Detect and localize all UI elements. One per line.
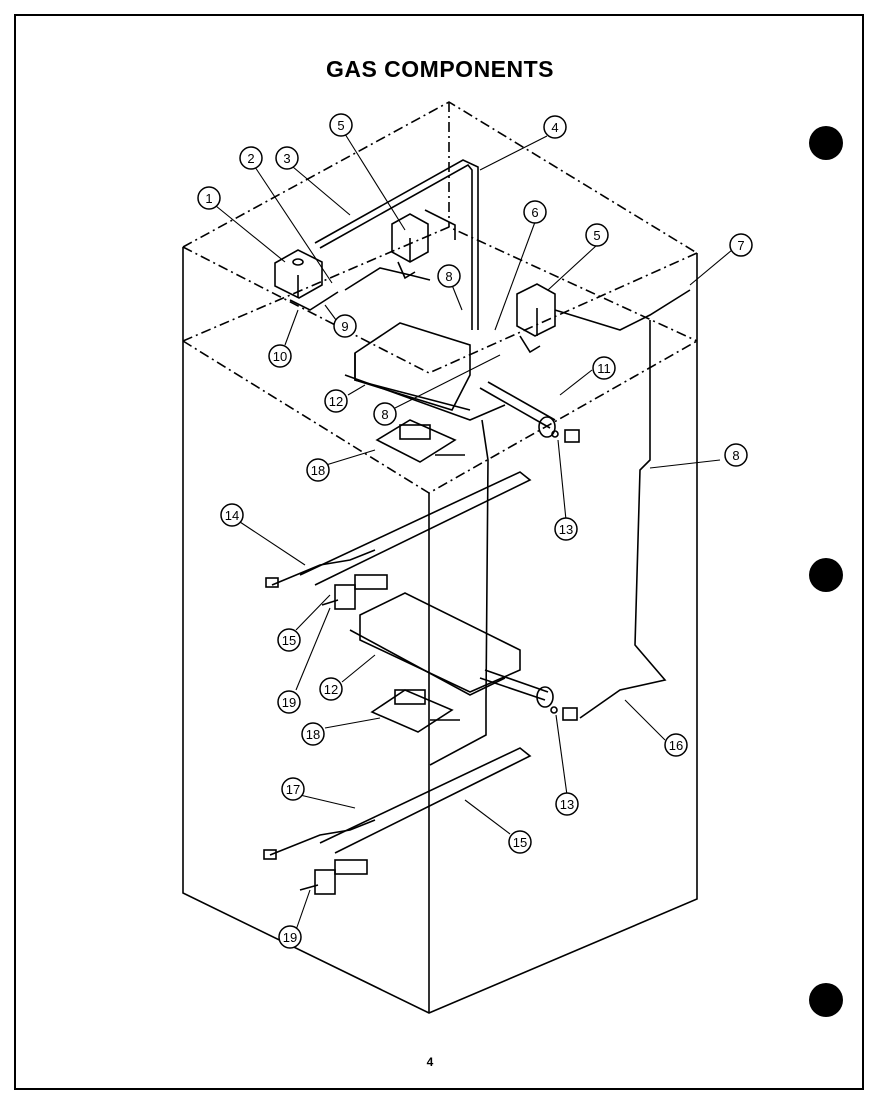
- callout-label: 14: [225, 508, 239, 523]
- burner-box-12-lower: [349, 592, 554, 708]
- thermocouple-upper: [265, 471, 532, 588]
- page-title: GAS COMPONENTS: [325, 56, 555, 82]
- callout-labels: 1 2 3 4 5 5 6 7 8 8 8 9 10 11 12 12 13 1…: [205, 118, 744, 945]
- callout-label: 15: [282, 633, 296, 648]
- callout-label: 9: [341, 319, 348, 334]
- callout-label: 10: [273, 349, 287, 364]
- tube-7: [554, 289, 691, 331]
- valve-5-lower: [516, 283, 556, 354]
- thermocouple-lower: [263, 747, 532, 860]
- tube-16: [579, 320, 667, 719]
- callout-label: 7: [737, 238, 744, 253]
- orifice-13-upper: [551, 430, 559, 438]
- valve-1: [274, 249, 339, 311]
- callout-label: 19: [282, 695, 296, 710]
- leader-lines: [215, 133, 733, 931]
- callout-label: 8: [445, 269, 452, 284]
- callout-label: 8: [381, 407, 388, 422]
- valve-5-upper: [391, 213, 429, 280]
- igniter-18-lower: [370, 689, 460, 733]
- callout-label: 12: [324, 682, 338, 697]
- callout-label: 13: [560, 797, 574, 812]
- callout-label: 12: [329, 394, 343, 409]
- burner-box-12-upper: [344, 322, 556, 438]
- binder-hole-top: [809, 126, 843, 160]
- cabinet-outline: [182, 247, 698, 1014]
- callout-label: 18: [311, 463, 325, 478]
- binder-hole-bottom: [809, 983, 843, 1017]
- page-frame: [14, 14, 864, 1090]
- callout-label: 16: [669, 738, 683, 753]
- page-number: 4: [426, 1055, 434, 1069]
- callout-label: 8: [732, 448, 739, 463]
- callout-label: 15: [513, 835, 527, 850]
- callout-label: 5: [337, 118, 344, 133]
- callout-label: 11: [597, 361, 611, 376]
- callout-label: 17: [286, 782, 300, 797]
- callout-label: 1: [205, 191, 212, 206]
- callout-label: 18: [306, 727, 320, 742]
- upper-gas-tube: [314, 159, 479, 330]
- callout-label: 2: [247, 151, 254, 166]
- callout-label: 5: [593, 228, 600, 243]
- connector-19-lower: [299, 859, 368, 895]
- fitting-11: [564, 429, 580, 443]
- callout-label: 3: [283, 151, 290, 166]
- connector-19-upper: [321, 574, 388, 610]
- callout-circles: [197, 113, 753, 949]
- callout-label: 4: [551, 120, 558, 135]
- callout-label: 6: [531, 205, 538, 220]
- fitting-16: [562, 707, 578, 721]
- callout-label: 19: [283, 930, 297, 945]
- binder-hole-middle: [809, 558, 843, 592]
- callout-label: 13: [559, 522, 573, 537]
- cabinet-dashed-planes: [182, 101, 698, 494]
- igniter-18-upper: [375, 419, 465, 463]
- orifice-13-lower: [550, 706, 558, 714]
